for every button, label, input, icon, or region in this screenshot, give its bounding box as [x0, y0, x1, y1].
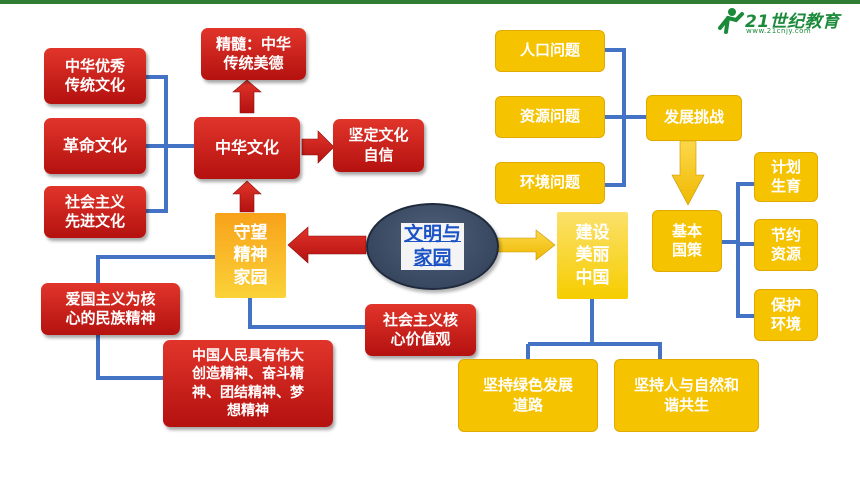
node-shehui-xianjin: 社会主义 先进文化: [44, 186, 146, 238]
arrow-down-jiben: [671, 140, 705, 206]
center-ellipse[interactable]: 文明与 家园: [366, 203, 499, 290]
arrow-up-zhonghua: [232, 180, 262, 213]
arrow-left-shouwang: [287, 226, 367, 264]
blue-connectors: [96, 48, 754, 380]
center-link[interactable]: 文明与 家园: [400, 222, 464, 271]
node-zhonghua-culture: 中华文化: [194, 117, 300, 179]
node-baohu-huanjing: 保护 环境: [754, 289, 818, 341]
yellow-arrows: [494, 140, 705, 261]
node-renmin-jingshen: 中国人民具有伟大 创造精神、奋斗精 神、团结精神、梦 想精神: [163, 340, 333, 427]
node-hexin-jiazhi: 社会主义核 心价值观: [365, 304, 476, 356]
node-ziyuan-wenti: 资源问题: [495, 96, 605, 138]
top-accent-bar: [0, 0, 860, 4]
arrow-right-jianding: [301, 130, 335, 164]
node-huanjing-wenti: 环境问题: [495, 162, 605, 204]
node-jianding-zixin: 坚定文化 自信: [333, 119, 424, 172]
node-aiguo-minzu: 爱国主义为核 心的民族精神: [41, 283, 180, 335]
node-jiben-guoce: 基本 国策: [652, 210, 722, 272]
logo-runner-icon: [718, 8, 744, 34]
logo-text: 21世纪教育: [745, 12, 840, 32]
node-fazhan-tiaozhan: 发展挑战: [646, 95, 742, 141]
node-renkou-wenti: 人口问题: [495, 30, 605, 72]
node-jieyue-ziyuan: 节约 资源: [754, 219, 818, 271]
red-arrows: [232, 79, 367, 264]
node-hexie-gongsheng: 坚持人与自然和 谐共生: [614, 359, 759, 432]
arrow-right-jianshe: [494, 229, 556, 261]
node-jihua-shengyu: 计划 生育: [754, 152, 818, 202]
logo-url: www.21cnjy.com: [746, 27, 812, 35]
node-lvse-fazhan: 坚持绿色发展 道路: [458, 359, 598, 432]
node-jianshe-meili: 建设 美丽 中国: [557, 212, 628, 299]
node-jingsui: 精髓：中华 传统美德: [201, 28, 306, 80]
node-shouwang-jiayuan: 守望 精神 家园: [215, 213, 286, 298]
node-youxiu-chuantong: 中华优秀 传统文化: [44, 48, 146, 104]
arrow-up-jingsui: [232, 79, 262, 114]
node-geming-culture: 革命文化: [44, 118, 146, 174]
